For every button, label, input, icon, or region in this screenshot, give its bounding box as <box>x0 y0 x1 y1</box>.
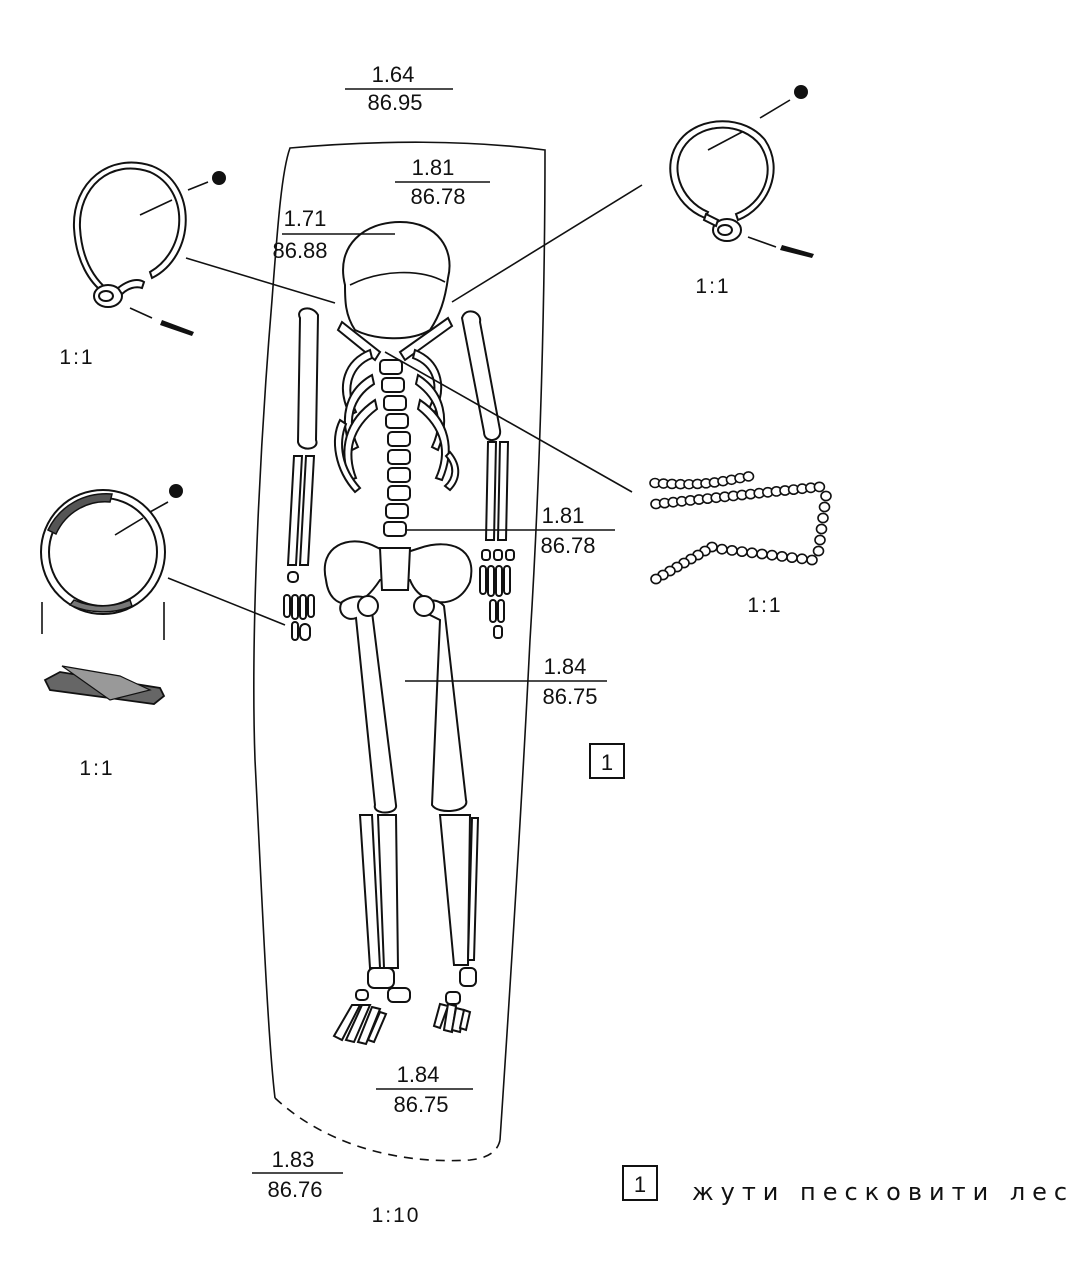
earring-profile-section <box>780 245 814 258</box>
elevation-knees-upper: 1.84 <box>544 654 587 679</box>
elevation-head-left: 1.71 86.88 <box>272 206 395 263</box>
right-hand-bones <box>479 549 515 639</box>
elevation-knees-lower: 86.75 <box>542 684 597 709</box>
bead <box>813 481 826 493</box>
elevation-top-upper: 1.64 <box>372 62 415 87</box>
left-femur <box>339 595 397 814</box>
elevation-top-lower: 86.95 <box>367 90 422 115</box>
elevation-bottom-upper: 1.83 <box>272 1147 315 1172</box>
left-humerus <box>296 307 320 450</box>
skull <box>342 220 451 340</box>
legend-text: жути песковити лес <box>692 1178 1074 1206</box>
section-dot-icon <box>169 484 183 498</box>
ribs <box>334 348 460 494</box>
bead <box>776 551 788 562</box>
fill-marker: 1 <box>589 743 625 779</box>
elevation-feet-upper: 1.84 <box>397 1062 440 1087</box>
bead-necklace-artifact <box>649 471 832 585</box>
left-hand-bones <box>283 571 315 641</box>
bead <box>812 545 825 557</box>
earring-left-artifact <box>72 161 226 336</box>
bead <box>756 548 768 560</box>
left-foot-bones <box>332 967 411 1046</box>
elevation-pelvis: 1.81 86.78 <box>405 503 615 558</box>
right-femur <box>418 599 468 812</box>
elevation-pelvis-lower: 86.78 <box>540 533 595 558</box>
elevation-pelvis-upper: 1.81 <box>542 503 585 528</box>
bead <box>726 545 738 556</box>
elevation-knees: 1.84 86.75 <box>405 654 607 709</box>
legend-marker: 1 <box>634 1172 646 1197</box>
bead <box>796 553 808 565</box>
scale-grave: 1:10 <box>372 1204 421 1227</box>
bead <box>742 471 755 482</box>
finger-ring-artifact <box>40 484 183 705</box>
right-humerus <box>460 310 502 441</box>
section-dot-icon <box>212 171 226 185</box>
bead <box>766 549 778 561</box>
elevation-feet-lower: 86.75 <box>393 1092 448 1117</box>
elevation-head-right: 1.81 86.78 <box>395 155 490 209</box>
skeleton <box>283 220 515 1046</box>
bead <box>817 512 829 524</box>
elevation-top: 1.64 86.95 <box>345 62 453 115</box>
elevation-bottom: 1.83 86.76 <box>252 1147 343 1202</box>
earring-profile-section <box>160 320 194 336</box>
earring-right-artifact <box>669 85 814 258</box>
scale-earring-right: 1:1 <box>695 275 730 298</box>
bead <box>746 547 758 559</box>
scale-earring-left: 1:1 <box>59 346 94 369</box>
elevation-head-left-upper: 1.71 <box>284 206 327 231</box>
legend: 1 жути песковити лес <box>622 1165 1074 1206</box>
grave-pit-outline <box>253 141 546 1162</box>
elevation-head-left-lower: 86.88 <box>272 238 327 263</box>
bead <box>806 554 818 566</box>
elevation-feet: 1.84 86.75 <box>376 1062 473 1117</box>
bead <box>736 546 748 557</box>
scale-necklace: 1:1 <box>747 594 782 617</box>
elevation-bottom-lower: 86.76 <box>267 1177 322 1202</box>
leader-lines <box>167 184 643 626</box>
scale-ring: 1:1 <box>79 757 114 780</box>
bead <box>786 552 798 563</box>
bead <box>814 534 826 546</box>
elevation-head-right-upper: 1.81 <box>412 155 455 180</box>
bead <box>716 543 728 555</box>
elevation-head-right-lower: 86.78 <box>410 184 465 209</box>
section-dot-icon <box>794 85 808 99</box>
fill-marker-number: 1 <box>601 750 613 775</box>
right-foot-bones <box>432 967 477 1034</box>
bead <box>650 573 662 585</box>
bead <box>818 501 831 513</box>
bead <box>815 523 828 535</box>
bead <box>820 490 832 502</box>
